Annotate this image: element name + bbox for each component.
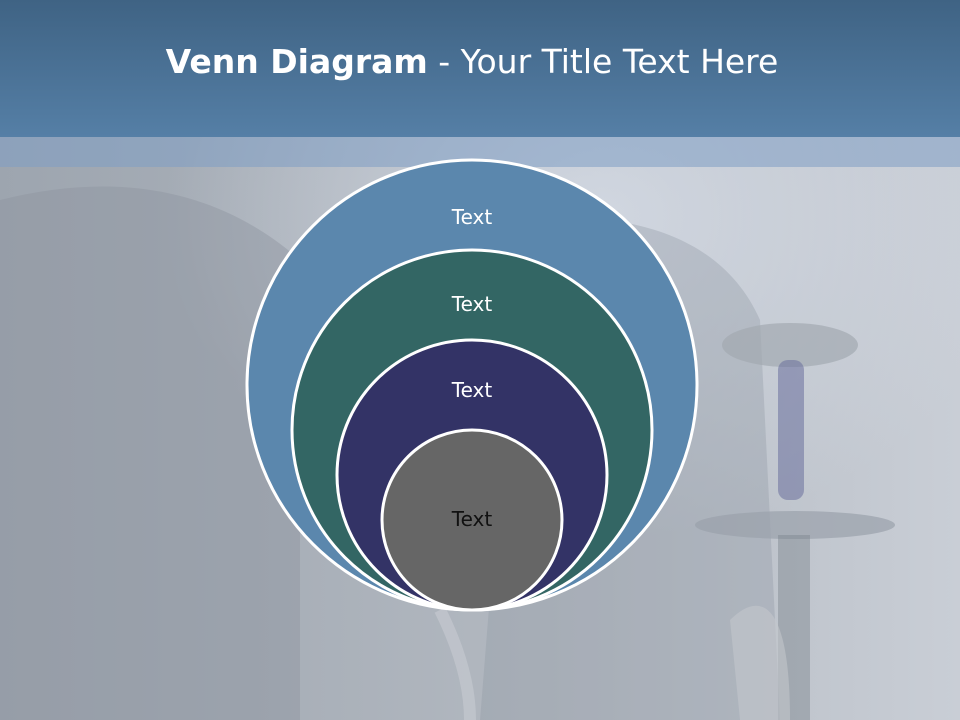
venn-ring-1-label: Text (451, 205, 493, 229)
venn-ring-4: Text (380, 428, 564, 612)
venn-ring-4-circle (380, 428, 564, 612)
slide-title-bold: Venn Diagram (165, 42, 428, 81)
venn-ring-4-label: Text (451, 507, 493, 531)
venn-ring-3-label: Text (451, 378, 493, 402)
title-band (0, 0, 960, 137)
venn-ring-2-label: Text (451, 292, 493, 316)
slide-title: Venn Diagram - Your Title Text Here (0, 38, 944, 86)
slide-title-rest: - Your Title Text Here (427, 42, 779, 81)
